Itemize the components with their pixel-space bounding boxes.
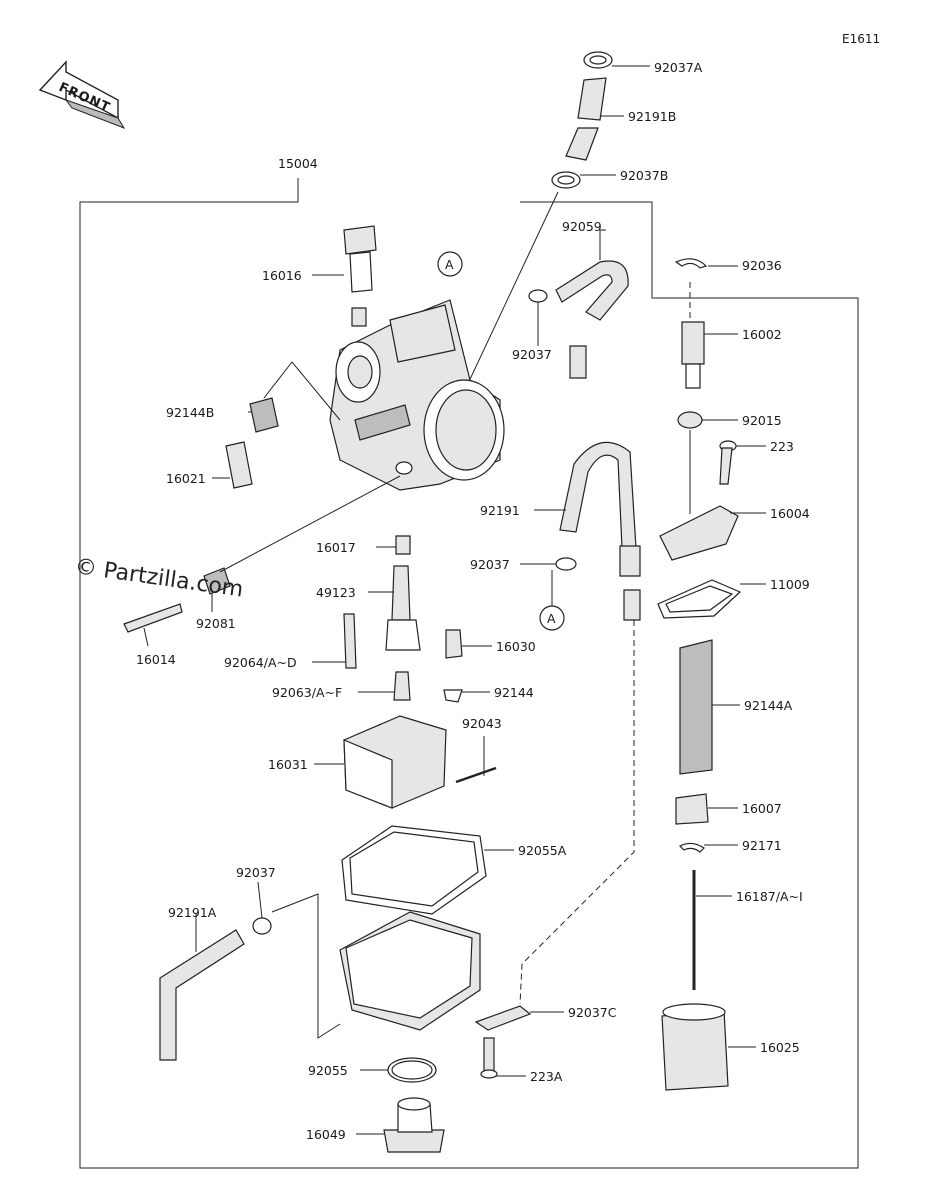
part-label-16016[interactable]: 16016 xyxy=(262,268,302,283)
carburetor-body-icon xyxy=(329,299,505,491)
front-arrow-icon: FRONT xyxy=(38,60,126,129)
nut-92015-icon xyxy=(677,411,703,429)
bracket-92037C-icon xyxy=(474,1005,532,1031)
part-label-16025[interactable]: 16025 xyxy=(760,1040,800,1055)
spring-92081-icon xyxy=(203,567,231,595)
part-label-92037-lower[interactable]: 92037 xyxy=(236,865,276,880)
part-label-11009[interactable]: 11009 xyxy=(770,577,810,592)
diagram-code: E1611 xyxy=(842,32,880,46)
part-label-223[interactable]: 223 xyxy=(770,439,794,454)
clamp-92037-mid-icon xyxy=(555,557,577,571)
hose-92059-icon xyxy=(555,260,629,379)
part-label-92037-upper[interactable]: 92037 xyxy=(512,347,552,362)
gasket-92055A-icon xyxy=(341,825,487,915)
part-label-92043[interactable]: 92043 xyxy=(462,716,502,731)
ref-marker-a-mid: A xyxy=(547,611,556,626)
part-label-92055[interactable]: 92055 xyxy=(308,1063,348,1078)
clip-92036-icon xyxy=(674,258,708,269)
float-16031-icon xyxy=(343,715,447,809)
part-label-92063[interactable]: 92063/A~F xyxy=(272,685,342,700)
leader-lines xyxy=(143,65,766,1135)
screw-223A-icon xyxy=(480,1037,498,1079)
screw-16014-icon xyxy=(123,603,183,633)
plug-16049-icon xyxy=(383,1097,445,1153)
needle-jet-49123-icon xyxy=(385,565,421,651)
screw-16021-icon xyxy=(225,441,253,489)
part-label-92036[interactable]: 92036 xyxy=(742,258,782,273)
part-label-92191A[interactable]: 92191A xyxy=(168,905,217,920)
hose-92191-icon xyxy=(559,441,641,621)
part-label-16004[interactable]: 16004 xyxy=(770,506,810,521)
gasket-11009-icon xyxy=(657,579,742,619)
part-label-92081[interactable]: 92081 xyxy=(196,616,236,631)
screw-16016-icon xyxy=(343,225,377,327)
spring-92144B-icon xyxy=(249,397,279,433)
part-label-92037-mid[interactable]: 92037 xyxy=(470,557,510,572)
pilot-jet-92064-icon xyxy=(343,613,357,669)
clamp-92037A-icon xyxy=(583,51,613,69)
part-label-223A[interactable]: 223A xyxy=(530,1069,563,1084)
jet-16017-icon xyxy=(395,535,411,555)
clamp-92037-upper-icon xyxy=(528,289,548,303)
part-label-16187[interactable]: 16187/A~I xyxy=(736,889,803,904)
part-label-92064[interactable]: 92064/A~D xyxy=(224,655,297,670)
part-label-15004[interactable]: 15004 xyxy=(278,156,318,171)
spring-92144A-icon xyxy=(679,639,713,775)
watermark: © Partzilla.com xyxy=(73,554,245,602)
float-bowl-icon xyxy=(339,911,481,1031)
part-label-92037B[interactable]: 92037B xyxy=(620,168,668,183)
part-label-92015[interactable]: 92015 xyxy=(742,413,782,428)
part-label-92191[interactable]: 92191 xyxy=(480,503,520,518)
part-label-16002[interactable]: 16002 xyxy=(742,327,782,342)
assembly-boundary xyxy=(79,178,859,1169)
part-label-16007[interactable]: 16007 xyxy=(742,801,782,816)
hose-92191A-icon xyxy=(159,929,245,1061)
part-label-92191B[interactable]: 92191B xyxy=(628,109,676,124)
seat-16007-icon xyxy=(675,793,709,825)
throttle-valve-16025-icon xyxy=(661,1003,729,1091)
part-label-92059[interactable]: 92059 xyxy=(562,219,602,234)
part-label-92144B[interactable]: 92144B xyxy=(166,405,214,420)
main-jet-92063-icon xyxy=(393,671,411,701)
ref-marker-a-top: A xyxy=(445,257,454,272)
part-label-92055A[interactable]: 92055A xyxy=(518,843,567,858)
cap-16004-icon xyxy=(659,505,739,561)
part-label-92144[interactable]: 92144 xyxy=(494,685,534,700)
part-label-16031[interactable]: 16031 xyxy=(268,757,308,772)
clamp-92037-lower-icon xyxy=(252,917,272,935)
part-label-92171[interactable]: 92171 xyxy=(742,838,782,853)
part-label-16030[interactable]: 16030 xyxy=(496,639,536,654)
part-label-92037A[interactable]: 92037A xyxy=(654,60,703,75)
clip-92171-icon xyxy=(678,842,705,853)
pin-92043-icon xyxy=(455,766,497,784)
part-label-92037C[interactable]: 92037C xyxy=(568,1005,617,1020)
part-label-16049[interactable]: 16049 xyxy=(306,1127,346,1142)
screw-223-icon xyxy=(719,440,737,485)
part-label-92144A[interactable]: 92144A xyxy=(744,698,793,713)
part-label-16017[interactable]: 16017 xyxy=(316,540,356,555)
adjuster-16002-icon xyxy=(681,321,705,389)
hose-92191B-icon xyxy=(565,77,607,161)
oring-92055-icon xyxy=(387,1057,437,1083)
clamp-92037B-icon xyxy=(551,171,581,189)
part-label-16014[interactable]: 16014 xyxy=(136,652,176,667)
spring-92144-icon xyxy=(443,689,463,703)
part-label-16021[interactable]: 16021 xyxy=(166,471,206,486)
part-label-49123[interactable]: 49123 xyxy=(316,585,356,600)
valve-16030-icon xyxy=(445,629,463,659)
